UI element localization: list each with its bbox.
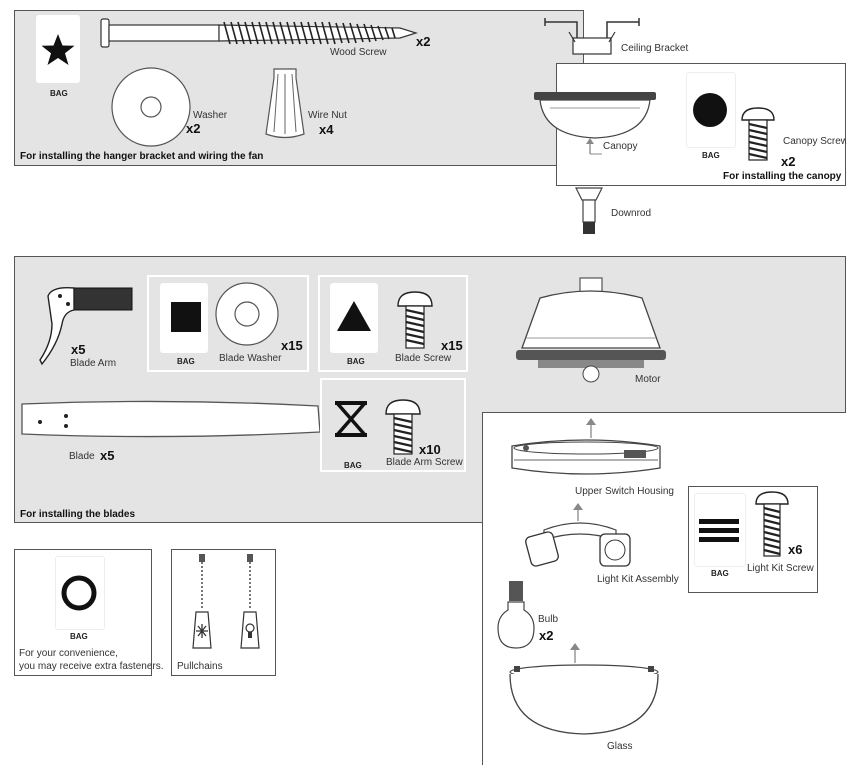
blade-arm-screw-label: Blade Arm Screw	[386, 457, 463, 468]
light-kit-screw-label: Light Kit Screw	[747, 563, 814, 574]
ceiling-bracket-label: Ceiling Bracket	[621, 43, 689, 54]
washer-qty: x2	[186, 121, 201, 136]
wood-screw-label: Wood Screw	[330, 47, 387, 58]
canopy-caption: For installing the canopy	[723, 171, 842, 182]
three-bars-icon	[699, 519, 739, 543]
blade-arm-qty: x5	[71, 342, 86, 357]
ring-icon	[61, 575, 97, 611]
glass-illustration	[509, 664, 659, 735]
blade-arm-label: Blade Arm	[70, 358, 117, 369]
circle-icon	[693, 93, 727, 127]
canopy-illustration	[534, 92, 656, 139]
blade-label: Blade	[69, 451, 95, 462]
blade-qty: x5	[100, 448, 115, 463]
bag-label: BAG	[344, 461, 362, 470]
upper-switch-housing-label: Upper Switch Housing	[575, 486, 674, 497]
light-kit-screw-illustration	[755, 491, 789, 557]
wire-nut-qty: x4	[319, 122, 334, 137]
blade-screw-label: Blade Screw	[395, 353, 452, 364]
bag-label: BAG	[70, 632, 88, 641]
blade-arm-illustration	[39, 286, 133, 366]
light-kit-screw-qty: x6	[788, 542, 803, 557]
blades-caption: For installing the blades	[20, 509, 136, 520]
star-icon	[41, 34, 75, 65]
downrod-label: Downrod	[611, 208, 652, 219]
ceiling-bracket-illustration	[544, 18, 640, 55]
pullchains-illustration	[192, 554, 260, 649]
washer-illustration	[111, 67, 191, 147]
hourglass-icon	[335, 401, 367, 437]
bag-label: BAG	[177, 357, 195, 366]
glass-label: Glass	[607, 741, 633, 752]
wire-nut-label: Wire Nut	[308, 110, 347, 121]
extra-fasteners-line1: For your convenience,	[19, 648, 118, 659]
canopy-arrow	[586, 138, 602, 155]
square-icon	[171, 302, 201, 332]
blade-illustration	[21, 400, 321, 438]
bulb-label: Bulb	[538, 614, 559, 625]
blade-arm-screw-illustration	[385, 399, 421, 455]
blade-screw-box	[318, 275, 468, 372]
light-kit-assembly-label: Light Kit Assembly	[597, 574, 679, 585]
canopy-screw-label: Canopy Screw	[783, 136, 846, 147]
bulb-qty: x2	[539, 628, 554, 643]
upper-switch-housing-arrow	[586, 418, 596, 438]
upper-switch-housing-illustration	[511, 439, 661, 475]
pullchains-label: Pullchains	[177, 661, 223, 672]
canopy-label: Canopy	[603, 141, 638, 152]
blade-washer-illustration	[215, 282, 279, 346]
blade-washer-box	[147, 275, 309, 372]
downrod-illustration	[575, 187, 603, 234]
bag-label: BAG	[50, 89, 68, 98]
blade-arm-screw-qty: x10	[419, 442, 441, 457]
bulb-illustration	[497, 581, 535, 649]
canopy-screw-illustration	[741, 107, 775, 161]
glass-arrow	[570, 643, 580, 663]
washer-label: Washer	[193, 110, 228, 121]
canopy-screw-qty: x2	[781, 154, 796, 169]
extra-fasteners-line2: you may receive extra fasteners.	[19, 661, 164, 672]
bag-label: BAG	[347, 357, 365, 366]
bag-label: BAG	[711, 569, 729, 578]
motor-label: Motor	[635, 374, 661, 385]
triangle-icon	[337, 301, 371, 331]
blade-screw-illustration	[397, 291, 433, 349]
blade-washer-qty: x15	[281, 338, 303, 353]
bag-label: BAG	[702, 151, 720, 160]
blade-screw-qty: x15	[441, 338, 463, 353]
light-kit-assembly-arrow	[573, 503, 583, 521]
hanger-caption: For installing the hanger bracket and wi…	[20, 151, 264, 162]
pullchains-box	[171, 549, 276, 676]
light-kit-assembly-illustration	[525, 522, 631, 567]
wood-screw-qty: x2	[416, 34, 431, 49]
blade-arm-screw-box	[320, 378, 466, 472]
wire-nut-illustration	[265, 68, 305, 139]
motor-illustration	[516, 277, 666, 383]
wood-screw-illustration	[100, 18, 419, 48]
blade-washer-label: Blade Washer	[219, 353, 282, 364]
